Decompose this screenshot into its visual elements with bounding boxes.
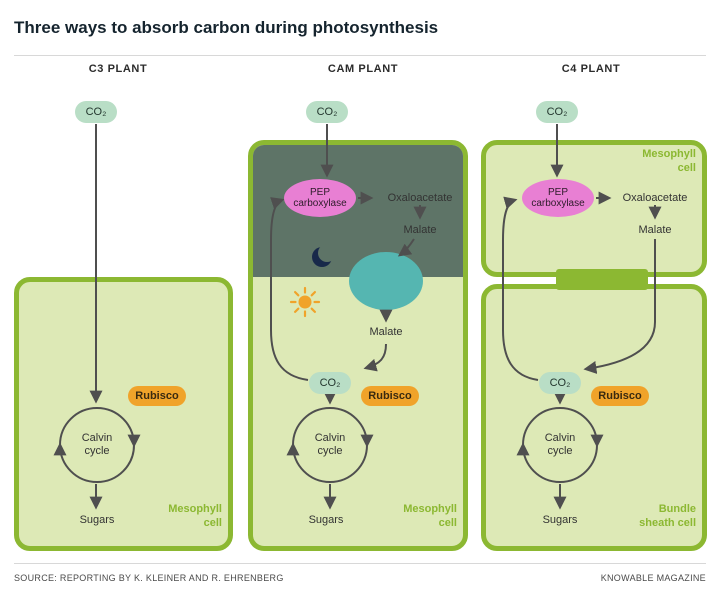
vacuole-blob (349, 252, 423, 310)
sun-icon (289, 286, 321, 318)
column-header-cam: CAM PLANT (327, 63, 399, 75)
cam-malate-to-co2-arrow (363, 343, 387, 372)
cam-malate-upper-label: Malate (403, 224, 437, 236)
cam-pep-regeneration-loop (270, 197, 309, 381)
cam-co2-pill: CO₂ (306, 101, 348, 123)
title-divider (14, 55, 706, 56)
c4-cell-junction (556, 269, 648, 290)
c3-calvin-cycle-arc (53, 442, 135, 483)
column-header-c3: C3 PLANT (88, 63, 148, 75)
c4-calvin-cycle-arc (522, 407, 604, 448)
cam-sugars-label: Sugars (308, 514, 344, 526)
c3-calvin-cycle-arc (59, 407, 141, 448)
c3-calvin-cycle-label: Calvin cycle (81, 432, 113, 458)
c4-calvin-cycle-label: Calvin cycle (544, 432, 576, 458)
cam-cell-label: Mesophyll cell (403, 503, 457, 529)
c4-pep-regeneration-loop (502, 196, 539, 381)
c3-arrows (53, 124, 141, 510)
cam-rubisco-pill: Rubisco (361, 386, 419, 406)
footer-divider (14, 563, 706, 564)
c3-rubisco-pill: Rubisco (128, 386, 186, 406)
footer-source: SOURCE: REPORTING BY K. KLEINER AND R. E… (14, 573, 284, 583)
c4-oxaloacetate-label: Oxaloacetate (622, 192, 688, 204)
cam-malate-lower-label: Malate (369, 326, 403, 338)
cam-calvin-cycle-arc (286, 442, 368, 483)
cam-pep-carboxylase-pill: PEP carboxylase (284, 179, 356, 217)
c4-pep-carboxylase-pill: PEP carboxylase (522, 179, 594, 217)
c3-co2-pill: CO₂ (75, 101, 117, 123)
c4-rubisco-pill: Rubisco (591, 386, 649, 406)
c4-malate-to-co2-arrow (583, 239, 656, 374)
c4-sugars-label: Sugars (542, 514, 578, 526)
cam-mesophyll-cell (248, 140, 468, 551)
cam-oxaloacetate-label: Oxaloacetate (387, 192, 453, 204)
cam-arrows (270, 124, 427, 510)
cam-calvin-cycle-arc (292, 407, 374, 448)
c4-arrows (502, 124, 662, 510)
footer-credit: KNOWABLE MAGAZINE (600, 573, 706, 583)
c4-calvin-cycle-arc (516, 442, 598, 483)
c4-co2-inner-pill: CO₂ (539, 372, 581, 394)
c3-mesophyll-cell (14, 277, 233, 551)
c4-mesophyll-label: Mesophyll cell (642, 148, 696, 174)
cam-co2-inner-pill: CO₂ (309, 372, 351, 394)
c3-sugars-label: Sugars (79, 514, 115, 526)
c3-cell-label: Mesophyll cell (168, 503, 222, 529)
moon-icon (312, 244, 336, 267)
page-title: Three ways to absorb carbon during photo… (14, 18, 439, 37)
cam-night-section (253, 145, 463, 277)
c4-bundle-sheath-label: Bundle sheath cell (639, 503, 696, 529)
c4-co2-pill: CO₂ (536, 101, 578, 123)
column-header-c4: C4 PLANT (561, 63, 621, 75)
c4-mesophyll-cell (481, 140, 707, 277)
cam-malate-to-vacuole-arrow (397, 238, 415, 257)
cam-calvin-cycle-label: Calvin cycle (314, 432, 346, 458)
c4-malate-label: Malate (638, 224, 672, 236)
